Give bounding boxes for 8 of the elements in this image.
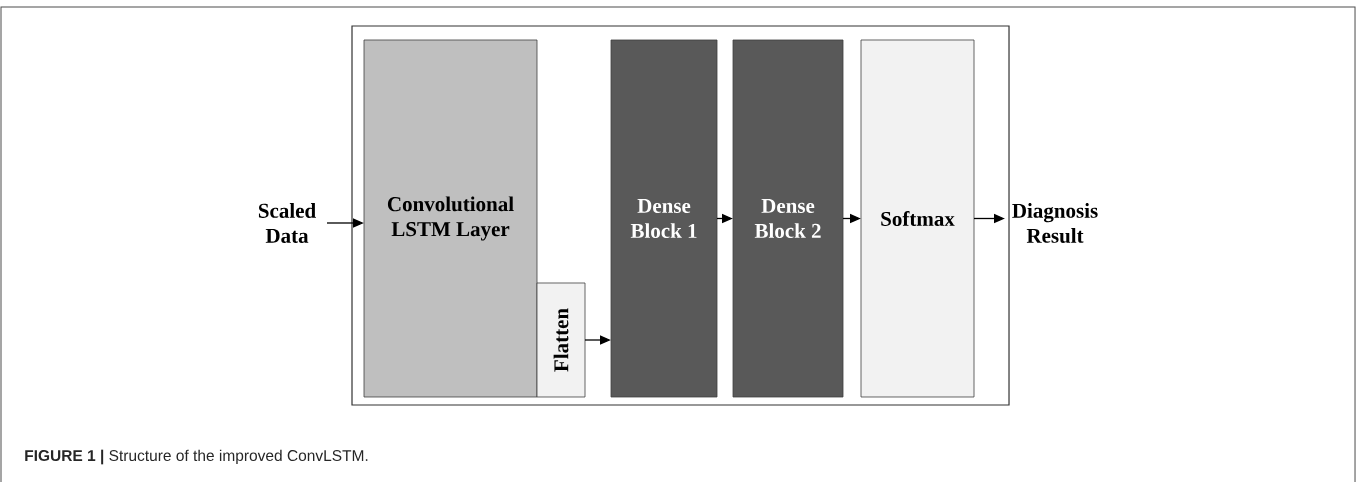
figure-caption: FIGURE 1 | Structure of the improved ConvLSTM. bbox=[25, 449, 368, 465]
layer-box: Dense Block 2 bbox=[732, 39, 844, 398]
layer-box: Convolutional LSTM Layer bbox=[363, 39, 538, 398]
input-label: Scaled Data bbox=[258, 203, 316, 243]
layer-box: Flatten bbox=[536, 282, 586, 398]
output-label: Diagnosis Result bbox=[1012, 203, 1098, 243]
layer-box: Dense Block 1 bbox=[610, 39, 718, 398]
layer-box: Softmax bbox=[860, 39, 975, 398]
